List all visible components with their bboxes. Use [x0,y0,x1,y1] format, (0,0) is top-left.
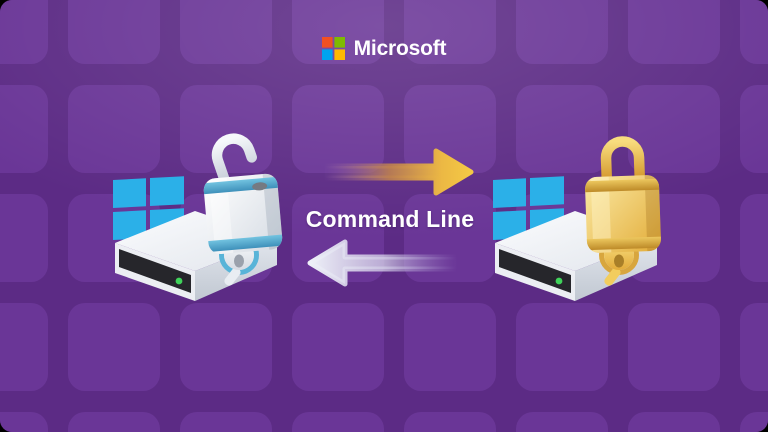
microsoft-logo-icon [321,37,345,60]
shackle-hole [252,182,268,191]
microsoft-brand: Microsoft [0,37,768,60]
padlock-closed-icon [584,136,662,254]
closed-shackle [600,136,646,186]
logo-square-yellow [334,49,345,60]
windows-logo-icon [493,176,564,240]
drive-led [175,277,183,285]
drive-led [555,277,563,285]
padlock-band-bottom [584,236,662,251]
logo-square-red [321,37,333,48]
padlock-band-top [202,176,280,195]
arrow-right-icon [321,148,474,196]
command-line-label: Command Line [305,206,475,232]
unlocked-windows-drive-illustration [113,133,284,301]
logo-square-blue [321,49,333,60]
arrow-left-icon [307,239,460,287]
open-shackle [211,133,257,189]
padlock-band-top [584,178,662,193]
padlock-band-bottom [206,234,284,253]
locked-windows-drive-illustration [493,136,662,301]
padlock-open-icon [202,133,284,255]
windows-logo-icon [113,176,184,240]
microsoft-wordmark: Microsoft [353,37,447,60]
logo-square-green [334,37,345,48]
